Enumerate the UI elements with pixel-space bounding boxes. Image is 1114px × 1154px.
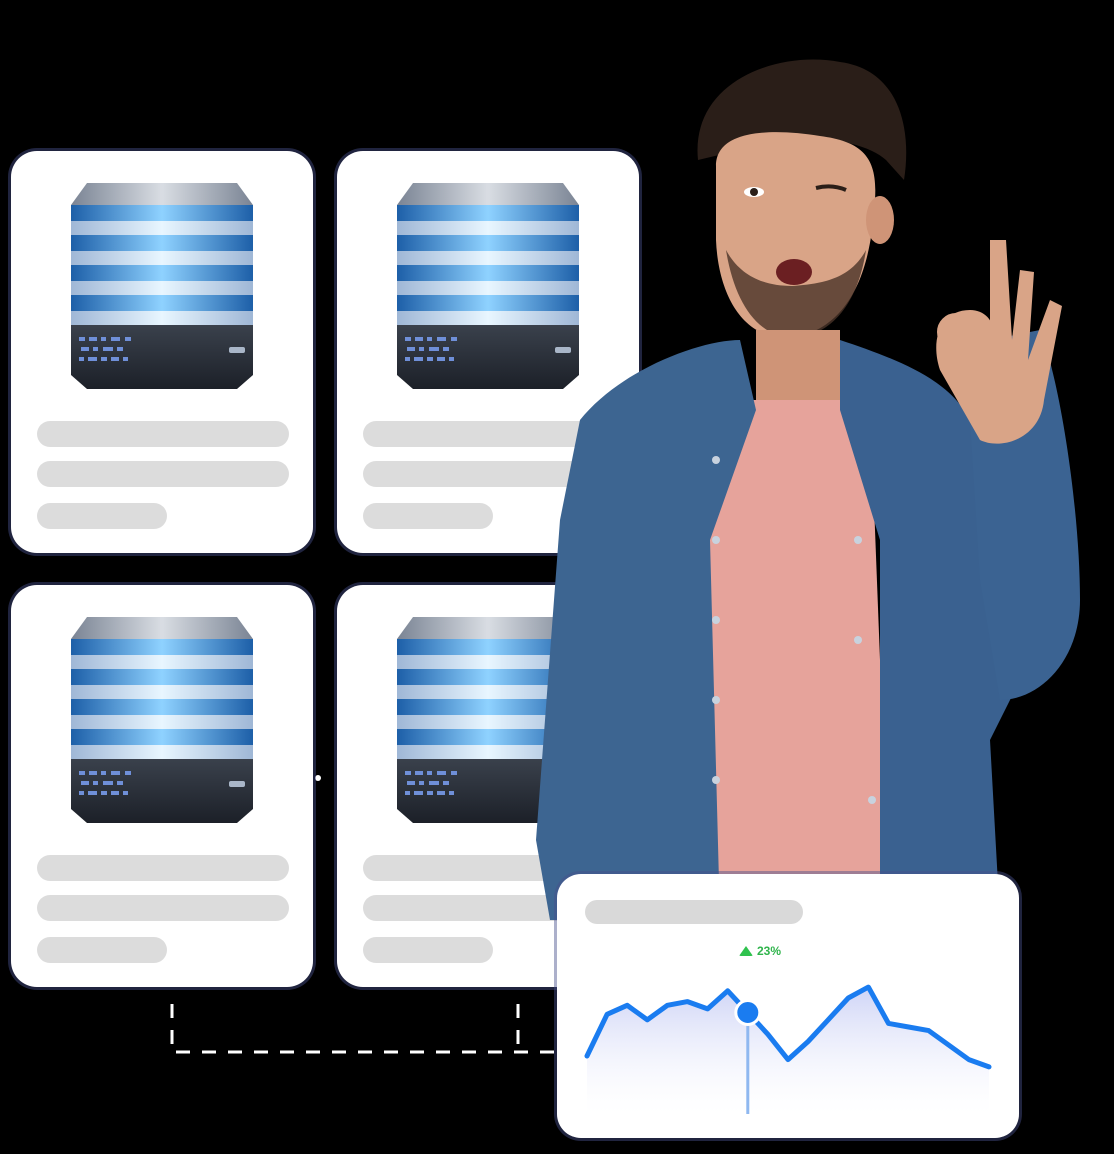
server-icon: [397, 183, 579, 389]
person-tshirt: [670, 400, 890, 920]
person-jacket-left: [536, 340, 756, 920]
server-icon: [397, 617, 579, 823]
text-placeholder-line: [363, 421, 615, 447]
chart-series-line: [584, 984, 992, 1070]
person-hand: [936, 240, 1062, 444]
text-placeholder-short: [37, 937, 167, 963]
server-icon: [71, 617, 253, 823]
chart-area: [587, 987, 989, 1114]
line-chart: [584, 984, 992, 1114]
stats-card[interactable]: 23%: [557, 874, 1019, 1138]
person-hair: [697, 59, 907, 180]
stats-title-placeholder: [585, 900, 803, 924]
person-beard: [726, 250, 866, 338]
person-mouth: [776, 259, 812, 285]
server-card-1[interactable]: [11, 151, 313, 553]
text-placeholder-short: [363, 937, 493, 963]
text-placeholder-line: [37, 895, 289, 921]
chart-highlight-point: [734, 999, 762, 1026]
text-placeholder-short: [363, 503, 493, 529]
text-placeholder-line: [37, 461, 289, 487]
text-placeholder-line: [37, 421, 289, 447]
server-icon: [71, 183, 253, 389]
person-illustration: [536, 59, 1080, 920]
text-placeholder-line: [37, 855, 289, 881]
change-label: 23%: [757, 944, 782, 958]
trend-up-icon: [739, 946, 753, 956]
server-card-3[interactable]: [11, 585, 313, 987]
change-badge: 23%: [739, 944, 781, 958]
text-placeholder-short: [37, 503, 167, 529]
